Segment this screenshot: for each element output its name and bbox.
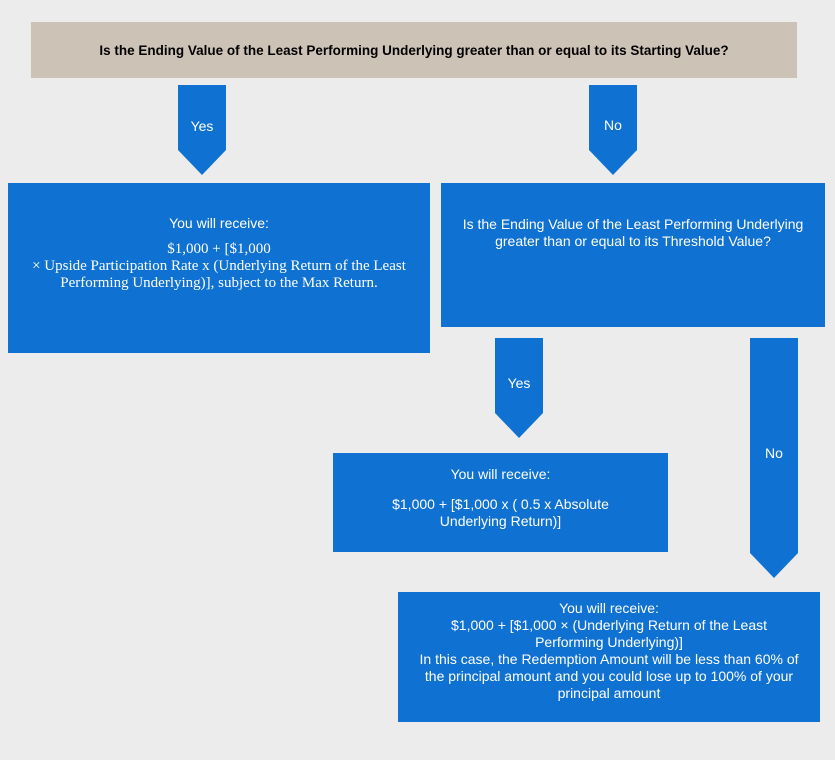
no-arrow-top xyxy=(589,85,637,175)
outcome-heading: You will receive: xyxy=(169,215,269,231)
no-label-top: No xyxy=(604,117,622,133)
threshold-question-box: Is the Ending Value of the Least Perform… xyxy=(441,183,825,327)
yes-arrow-mid xyxy=(495,338,543,438)
outcome-formula: $1,000 + [$1,000 xyxy=(167,241,271,257)
outcome-formula-detail: × Upside Participation Rate x (Underlyin… xyxy=(32,258,406,291)
outcome-formula: $1,000 + [$1,000 × (Underlying Return of… xyxy=(451,617,767,650)
outcome-box-max-return: You will receive: $1,000 + [$1,000 × Ups… xyxy=(8,183,430,353)
outcome-heading: You will receive: xyxy=(450,466,551,482)
outcome-heading: You will receive: xyxy=(559,600,659,616)
outcome-box-loss: You will receive: $1,000 + [$1,000 × (Un… xyxy=(398,592,820,722)
yes-label-top: Yes xyxy=(190,118,214,134)
no-arrow-mid xyxy=(750,338,798,578)
yes-label-mid: Yes xyxy=(507,375,531,391)
yes-arrow-top xyxy=(178,85,226,175)
starting-value-question: Is the Ending Value of the Least Perform… xyxy=(31,22,797,78)
loss-warning: In this case, the Redemption Amount will… xyxy=(419,651,799,701)
threshold-question-text: Is the Ending Value of the Least Perform… xyxy=(462,216,804,249)
outcome-box-absolute-return: You will receive: $1,000 + [$1,000 x ( 0… xyxy=(333,453,668,552)
no-label-mid: No xyxy=(765,445,783,461)
starting-value-question-text: Is the Ending Value of the Least Perform… xyxy=(99,42,729,58)
outcome-formula: $1,000 + [$1,000 x ( 0.5 x Absolute Unde… xyxy=(392,496,609,529)
